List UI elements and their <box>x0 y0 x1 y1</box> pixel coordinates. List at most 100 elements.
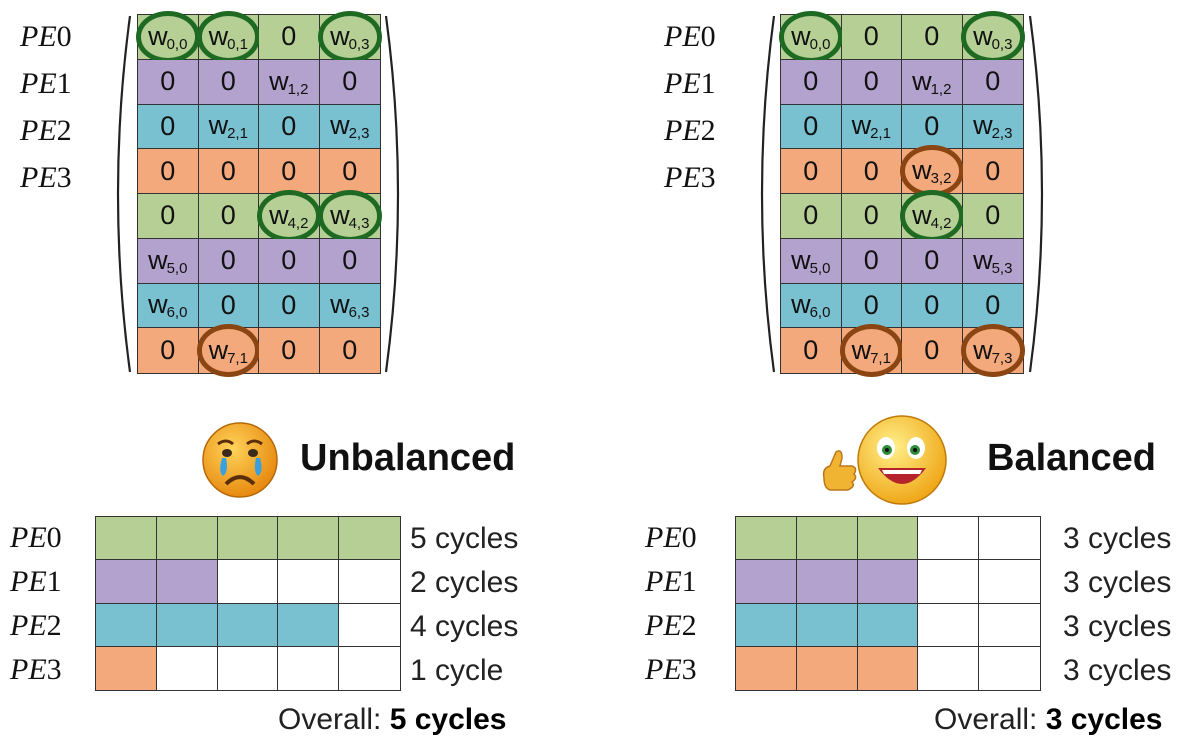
overall-value: 5 cycles <box>389 703 507 736</box>
matrix-cell: w4,2 <box>900 190 964 242</box>
weight-label: w5,0 <box>791 244 831 277</box>
matrix-cell: w1,2 <box>259 59 320 105</box>
idle-cycle-cell <box>979 603 1040 647</box>
weight-label: w3,2 <box>912 155 952 188</box>
idle-cycle-cell <box>979 646 1040 690</box>
overall-prefix: Overall: <box>278 703 390 736</box>
overall-value: 3 cycles <box>1045 703 1163 736</box>
cycle-count-label: 2 cycles <box>410 566 519 599</box>
matrix-cell: 0 <box>138 59 199 105</box>
matrix-cell: 0 <box>962 59 1023 105</box>
matrix-cell: 0 <box>198 59 259 105</box>
matrix-pe-label: PE3 <box>20 161 72 194</box>
matrix-cell: 0 <box>198 283 259 329</box>
matrix-cell: 0 <box>319 149 380 194</box>
cycle-count-label: 3 cycles <box>1063 610 1172 643</box>
matrix-cell: 0 <box>902 283 963 329</box>
busy-cycle-cell <box>96 517 157 561</box>
cycles-pe-label: PE3 <box>10 653 62 686</box>
matrix-cell: 0 <box>841 149 902 194</box>
matrix-cell: 0 <box>902 238 963 284</box>
matrix-cell: 0 <box>781 104 842 150</box>
weight-label: w6,3 <box>330 289 370 322</box>
matrix-cell: w5,3 <box>962 238 1023 284</box>
busy-cycle-cell <box>857 603 919 647</box>
matrix-cell: 0 <box>138 104 199 150</box>
weight-label: w4,2 <box>269 199 309 232</box>
busy-cycle-cell <box>156 560 218 604</box>
matrix-cell: w0,3 <box>317 11 382 63</box>
idle-cycle-cell <box>339 646 400 690</box>
matrix-cell: 0 <box>781 328 842 373</box>
left-overall-label: Overall: 5 cycles <box>278 703 506 737</box>
cycles-pe-label: PE1 <box>645 565 697 598</box>
cycle-count-label: 4 cycles <box>410 610 519 643</box>
cycles-pe-label: PE2 <box>645 609 697 642</box>
matrix-cell: 0 <box>259 15 320 60</box>
matrix-cell: w2,1 <box>841 104 902 150</box>
busy-cycle-cell <box>796 560 858 604</box>
weight-label: w4,2 <box>912 199 952 232</box>
matrix-cell: w0,0 <box>136 11 200 63</box>
matrix-cell: w7,1 <box>196 324 260 377</box>
matrix-cell: 0 <box>841 15 902 60</box>
busy-cycle-cell <box>736 517 797 561</box>
cycles-pe-label: PE0 <box>10 521 62 554</box>
matrix-cell: w2,1 <box>198 104 259 150</box>
left-paren <box>116 15 132 373</box>
busy-cycle-cell <box>278 603 340 647</box>
weight-label: w2,1 <box>851 110 891 143</box>
idle-cycle-cell <box>918 646 980 690</box>
weight-label: w1,2 <box>269 65 309 98</box>
matrix-cell: 0 <box>138 328 199 373</box>
weight-label: w4,3 <box>330 199 370 232</box>
matrix-cell: w0,1 <box>196 11 260 63</box>
busy-cycle-cell <box>736 646 797 690</box>
matrix-cell: 0 <box>138 149 199 194</box>
matrix-cell: 0 <box>319 328 380 373</box>
busy-cycle-cell <box>217 517 279 561</box>
right-paren <box>384 15 400 373</box>
busy-cycle-cell <box>96 646 157 690</box>
matrix-cell: 0 <box>138 194 199 239</box>
cycles-pe-label: PE3 <box>645 653 697 686</box>
idle-cycle-cell <box>156 646 218 690</box>
weight-label: w7,1 <box>208 334 248 367</box>
matrix-cell: 0 <box>259 328 320 373</box>
matrix-cell: 0 <box>962 194 1023 239</box>
matrix-cell: 0 <box>902 15 963 60</box>
matrix-cell: 0 <box>198 194 259 239</box>
matrix-pe-label: PE1 <box>20 67 72 100</box>
cycle-count-label: 3 cycles <box>1063 522 1172 555</box>
right-paren <box>1028 15 1044 373</box>
matrix-cell: 0 <box>902 104 963 150</box>
busy-cycle-cell <box>217 603 279 647</box>
matrix-cell: w3,2 <box>900 145 964 197</box>
matrix-cell: w7,3 <box>960 324 1025 377</box>
weight-label: w0,0 <box>148 20 188 53</box>
weight-label: w6,0 <box>148 289 188 322</box>
matrix-cell: 0 <box>841 59 902 105</box>
idle-cycle-cell <box>217 560 279 604</box>
weight-label: w0,3 <box>973 20 1013 53</box>
busy-cycle-cell <box>339 517 400 561</box>
weight-label: w5,0 <box>148 244 188 277</box>
matrix-cell: 0 <box>259 283 320 329</box>
matrix-cell: 0 <box>841 194 902 239</box>
busy-cycle-cell <box>156 603 218 647</box>
matrix-cell: w6,0 <box>781 283 842 329</box>
weight-label: w0,0 <box>791 20 831 53</box>
weight-label: w2,1 <box>208 110 248 143</box>
matrix-cell: 0 <box>781 59 842 105</box>
busy-cycle-cell <box>156 517 218 561</box>
cycles-pe-label: PE1 <box>10 565 62 598</box>
weight-label: w2,3 <box>330 110 370 143</box>
weight-label: w2,3 <box>973 110 1013 143</box>
matrix-cell: 0 <box>319 59 380 105</box>
busy-cycle-cell <box>278 517 340 561</box>
matrix-cell: w4,2 <box>257 190 321 242</box>
balanced-title: Balanced <box>987 437 1156 479</box>
matrix-pe-label: PE0 <box>664 20 716 53</box>
busy-cycle-cell <box>736 603 797 647</box>
weight-label: w6,0 <box>791 289 831 322</box>
